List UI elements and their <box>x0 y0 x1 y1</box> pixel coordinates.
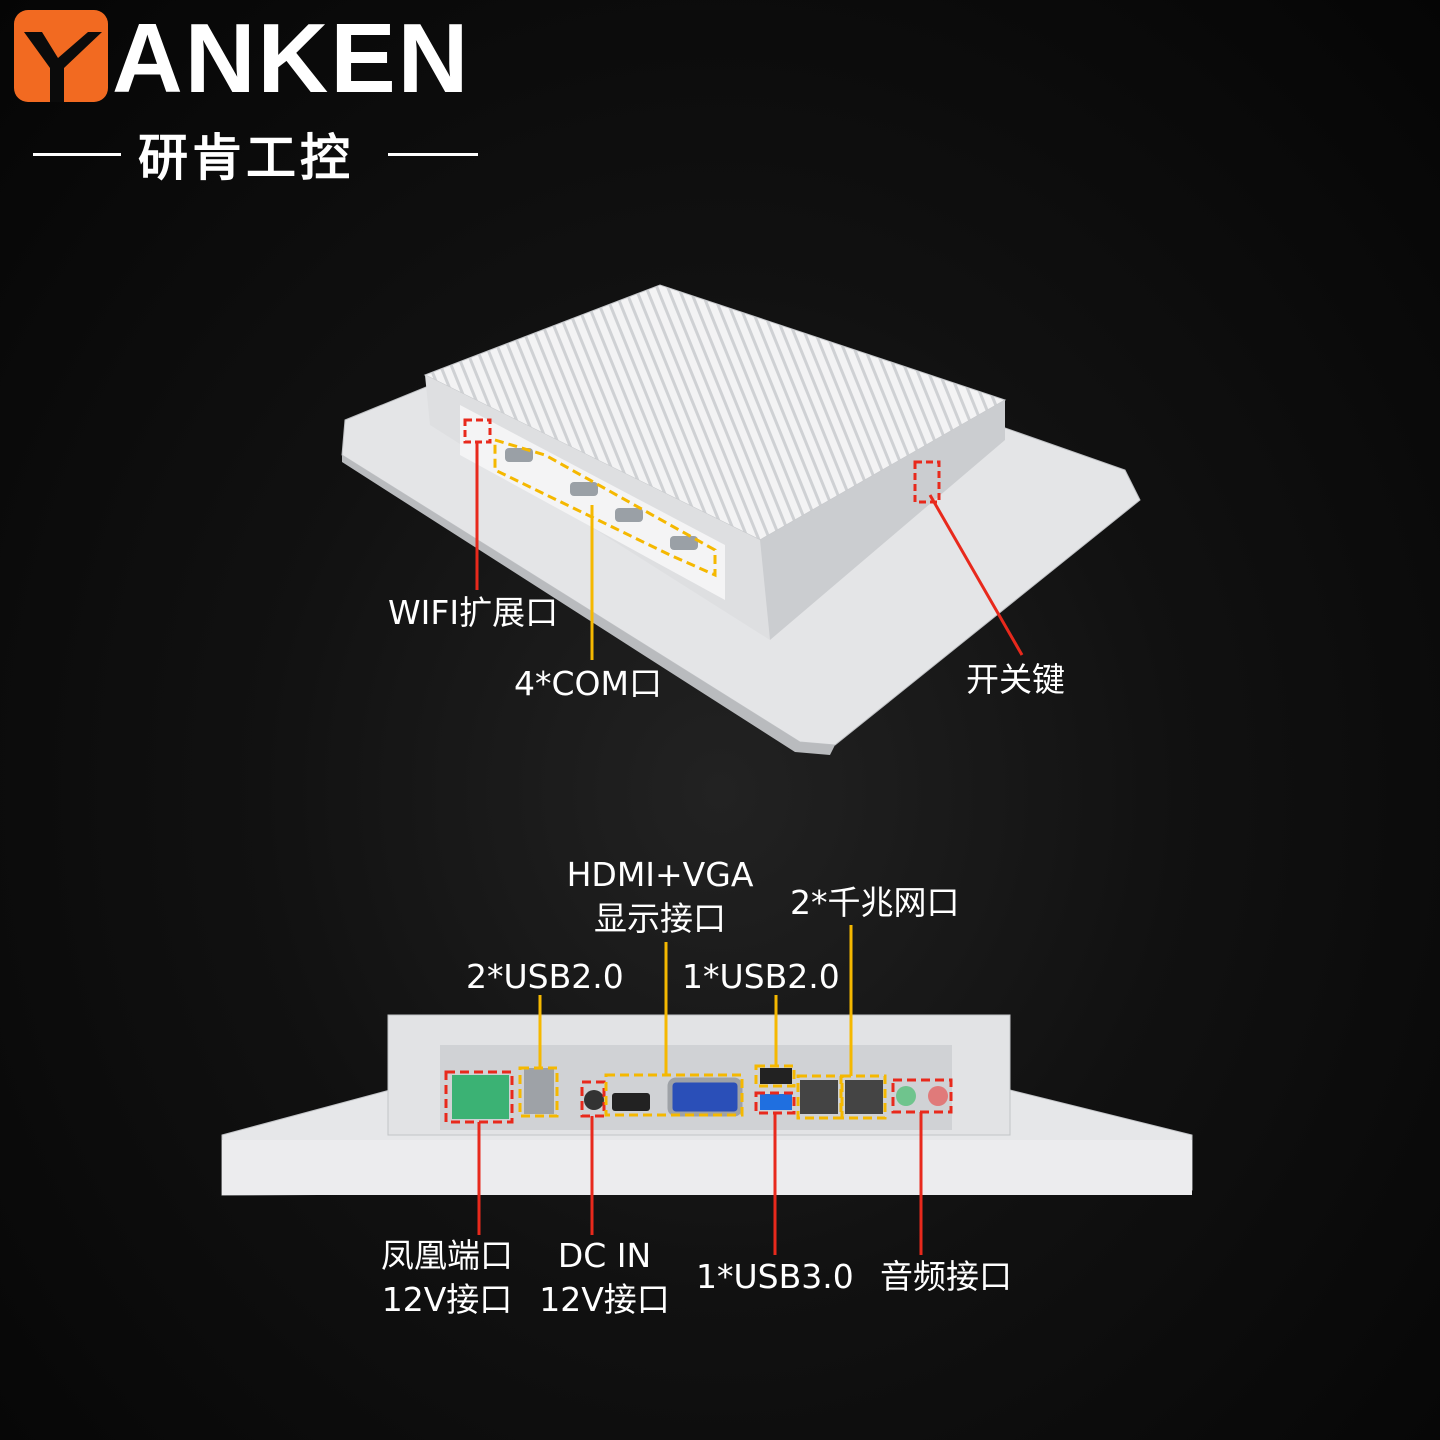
logo-text: ANKEN <box>112 3 471 113</box>
label-com-ports: 4*COM口 <box>514 664 662 703</box>
label-gigabit-lan: 2*千兆网口 <box>790 883 960 922</box>
divider-right <box>388 153 478 156</box>
label-display: HDMI+VGA 显示接口 <box>560 853 760 941</box>
label-usb3: 1*USB3.0 <box>696 1257 854 1296</box>
label-usb2-right: 1*USB2.0 <box>682 957 840 996</box>
logo-y-mark-icon <box>14 10 108 102</box>
divider-left <box>33 153 121 156</box>
rear-view-device <box>221 925 1193 1255</box>
label-wifi-expansion: WIFI扩展口 <box>388 593 559 632</box>
label-display-line1: HDMI+VGA <box>566 855 754 894</box>
label-dc-line2: 12V接口 <box>539 1280 670 1319</box>
label-dc-line1: DC IN <box>557 1236 652 1275</box>
label-phoenix-line1: 凤凰端口 <box>381 1236 513 1275</box>
label-audio: 音频接口 <box>880 1257 1012 1296</box>
label-phoenix-port: 凤凰端口 12V接口 <box>367 1234 527 1322</box>
label-usb2-left: 2*USB2.0 <box>466 957 624 996</box>
logo-subtitle: 研肯工控 <box>138 129 354 187</box>
label-dc-in: DC IN 12V接口 <box>527 1234 682 1322</box>
label-power-button: 开关键 <box>966 660 1065 699</box>
label-display-line2: 显示接口 <box>594 899 726 938</box>
top-view-device <box>341 284 1141 755</box>
label-phoenix-line2: 12V接口 <box>381 1280 513 1319</box>
brand-logo <box>14 10 108 102</box>
